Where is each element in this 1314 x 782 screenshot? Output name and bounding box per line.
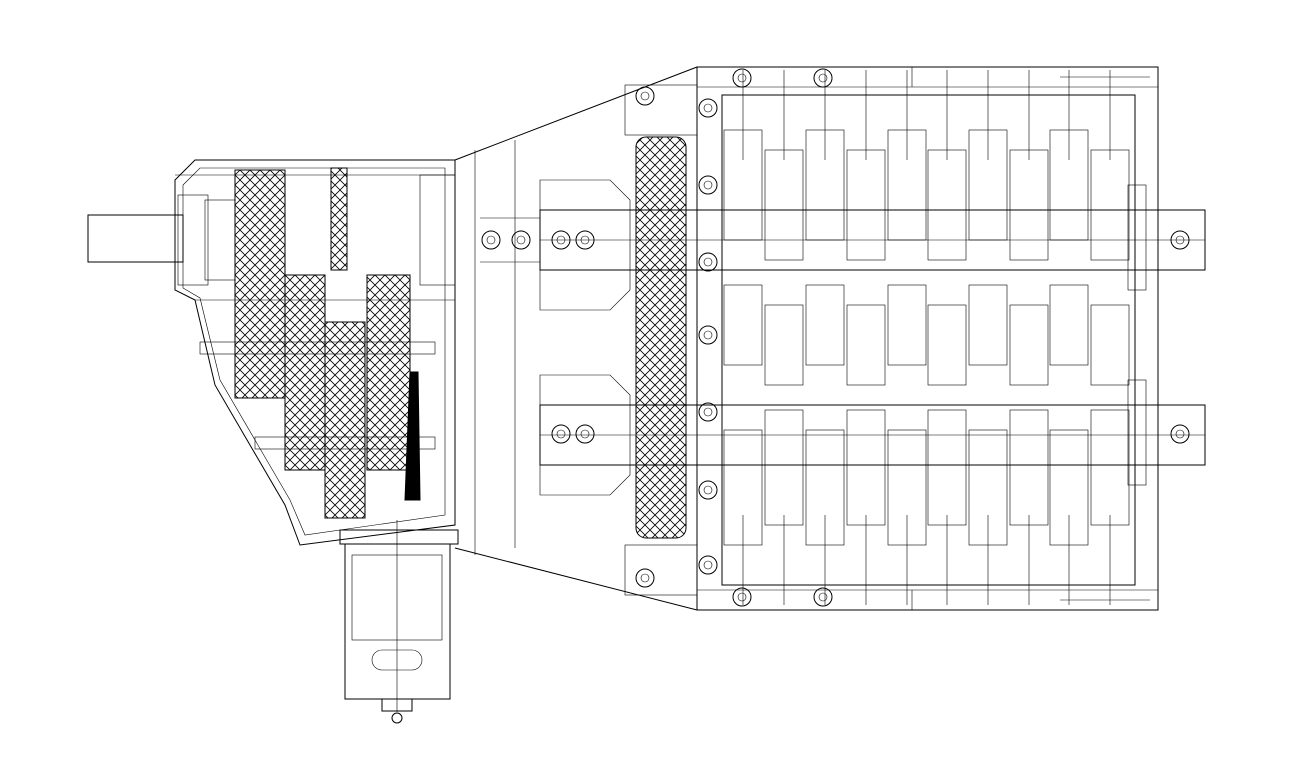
blade [1090, 409, 1130, 526]
blade [927, 304, 967, 386]
bolt-hole [511, 230, 531, 250]
cutter-housing [696, 66, 1159, 611]
shafts [480, 184, 1206, 486]
bolt-hole [551, 230, 571, 250]
bolt-hole-inner [703, 330, 713, 340]
bolt-hole-inner [703, 257, 713, 267]
bolt-hole [813, 587, 833, 607]
bolt-hole-inner [703, 103, 713, 113]
blade [1009, 149, 1049, 261]
bolt-hole-inner [737, 592, 747, 602]
bolt-hole [481, 230, 501, 250]
blade [846, 149, 886, 261]
bolt-hole [698, 402, 718, 422]
bolt-hole [732, 587, 752, 607]
input-shaft [87, 194, 236, 286]
bolt-hole [575, 424, 595, 444]
bolt-holes [481, 68, 1190, 607]
bolt-hole-inner [818, 592, 828, 602]
blade [1090, 149, 1130, 261]
blade [1090, 304, 1130, 386]
bolt-hole [698, 325, 718, 345]
blade [1009, 304, 1049, 386]
blade [723, 284, 763, 366]
bolt-hole-inner [580, 235, 590, 245]
blade [764, 304, 804, 386]
blade [887, 284, 927, 366]
bolt-hole-inner [640, 573, 650, 583]
bolt-hole-inner [737, 73, 747, 83]
cutter-blades [723, 70, 1130, 605]
bolt-hole-inner [516, 235, 526, 245]
bolt-hole [698, 252, 718, 272]
bolt-hole-inner [580, 429, 590, 439]
bolt-hole-inner [703, 407, 713, 417]
bolt-hole-inner [486, 235, 496, 245]
gear-train [234, 167, 421, 519]
bolt-hole [698, 480, 718, 500]
bolt-hole [813, 68, 833, 88]
blade [805, 284, 845, 366]
bolt-hole-inner [640, 91, 650, 101]
blade [764, 409, 804, 526]
blade [764, 149, 804, 261]
blade [846, 409, 886, 526]
bolt-hole-inner [703, 180, 713, 190]
bolt-hole-inner [703, 485, 713, 495]
bolt-hole [698, 555, 718, 575]
blade [927, 149, 967, 261]
blade [968, 284, 1008, 366]
driven-gear [635, 136, 687, 539]
bolt-hole [1170, 424, 1190, 444]
bolt-hole-inner [1175, 429, 1185, 439]
bolt-hole [698, 98, 718, 118]
bolt-hole [575, 230, 595, 250]
bolt-hole-inner [556, 429, 566, 439]
bolt-hole [698, 175, 718, 195]
bolt-hole-inner [703, 560, 713, 570]
bolt-hole [635, 86, 655, 106]
bolt-hole [551, 424, 571, 444]
bolt-hole-inner [818, 73, 828, 83]
bolt-hole-inner [1175, 235, 1185, 245]
blade [927, 409, 967, 526]
motor [339, 520, 459, 724]
bolt-hole [1170, 230, 1190, 250]
bolt-hole-inner [556, 235, 566, 245]
bolt-hole [635, 568, 655, 588]
blade [1049, 284, 1089, 366]
blade [1009, 409, 1049, 526]
bolt-hole [732, 68, 752, 88]
blade [846, 304, 886, 386]
funnel-transition [454, 66, 698, 611]
